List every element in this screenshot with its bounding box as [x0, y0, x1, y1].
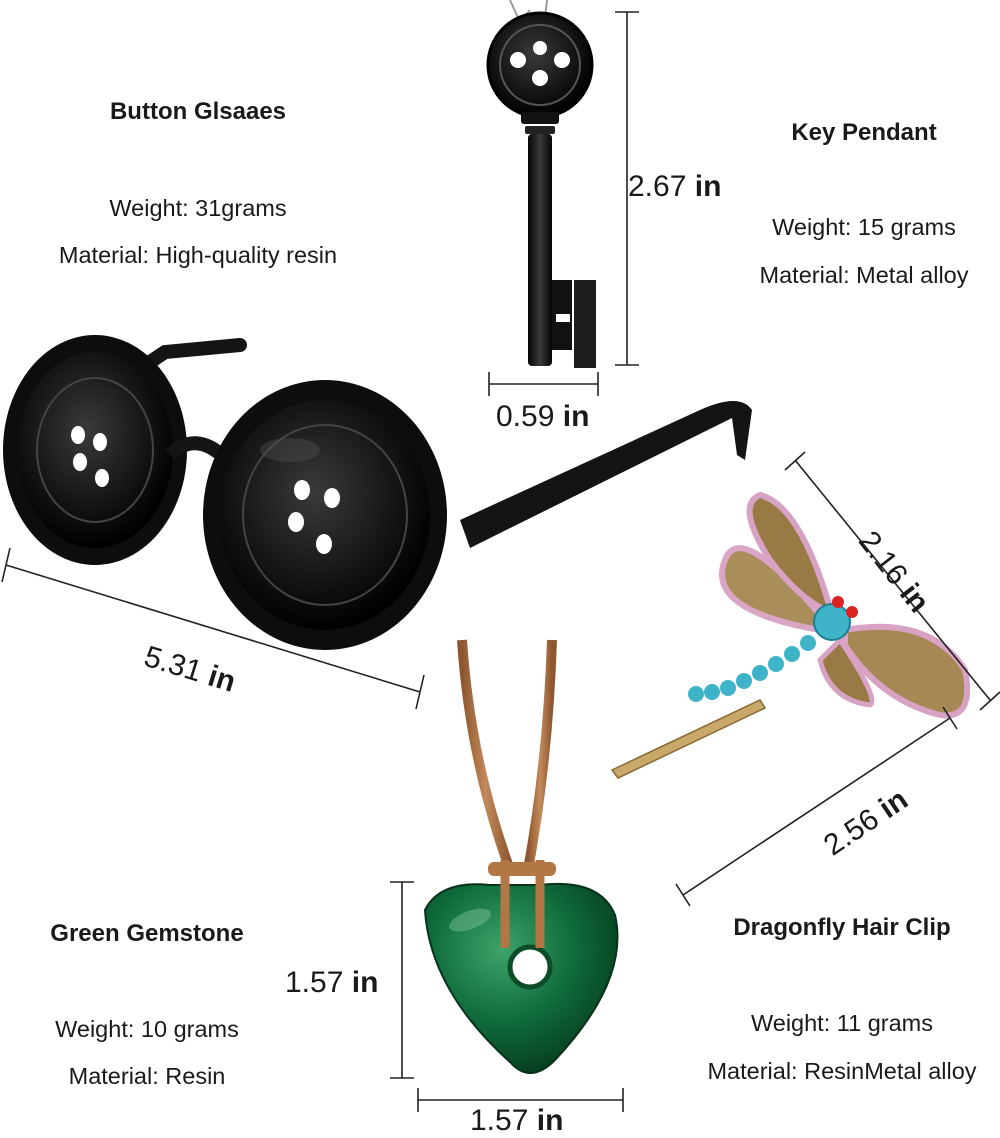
- gemstone-height-label: 1.57 in: [285, 966, 379, 999]
- dragonfly-title: Dragonfly Hair Clip: [733, 914, 951, 941]
- dragonfly-material: Material: ResinMetal alloy: [707, 1058, 977, 1084]
- glasses-material: Material: High-quality resin: [58, 242, 338, 268]
- gemstone-width-label: 1.57 in: [470, 1104, 564, 1137]
- key-pendant-illustration: [486, 0, 596, 368]
- heart-gemstone-illustration: [423, 639, 619, 1074]
- gemstone-weight: Weight: 10 grams: [55, 1016, 239, 1042]
- glasses-title: Button Glsaaes: [109, 98, 287, 125]
- dragonfly-weight: Weight: 11 grams: [751, 1010, 933, 1036]
- glasses-weight: Weight: 31grams: [109, 195, 287, 221]
- gemstone-title: Green Gemstone: [50, 920, 244, 947]
- key-height-label: 2.67 in: [628, 170, 722, 203]
- gemstone-material: Material: Resin: [68, 1063, 226, 1089]
- key-width-label: 0.59 in: [496, 400, 590, 433]
- key-weight: Weight: 15 grams: [772, 214, 956, 240]
- dimension-lines: [1, 11, 1000, 1112]
- key-material: Material: Metal alloy: [759, 262, 969, 288]
- button-glasses-illustration: [3, 335, 752, 650]
- dragonfly-clip-illustration: [610, 491, 971, 779]
- key-title: Key Pendant: [791, 119, 937, 146]
